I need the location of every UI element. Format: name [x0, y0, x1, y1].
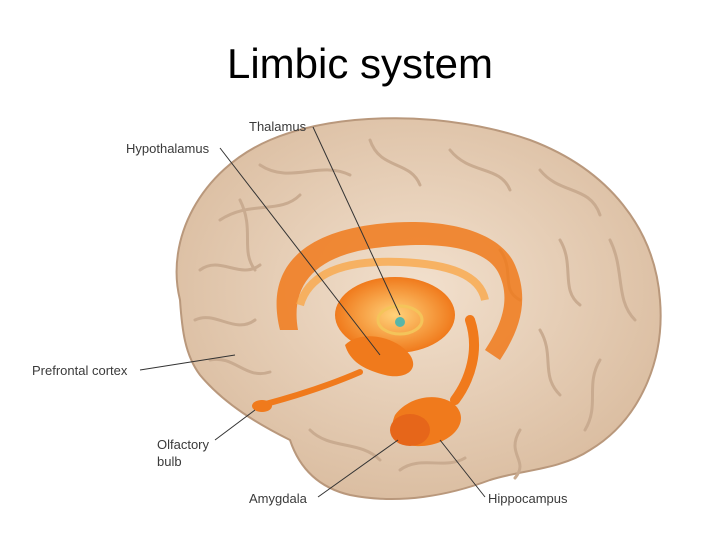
label-prefrontal-cortex: Prefrontal cortex	[32, 363, 128, 378]
label-olfactory-bulb-line1: Olfactory	[157, 437, 210, 452]
amygdala-structure	[390, 414, 430, 446]
label-amygdala: Amygdala	[249, 491, 308, 506]
olfactory-tract	[259, 369, 363, 408]
limbic-structures	[252, 221, 523, 447]
olfactory-bulb-structure	[252, 400, 272, 412]
thalamus-structure	[335, 277, 455, 353]
label-olfactory-bulb-line2: bulb	[157, 454, 182, 469]
label-hippocampus: Hippocampus	[488, 491, 568, 506]
label-hypothalamus: Hypothalamus	[126, 141, 210, 156]
hypothalamus-structure	[345, 336, 414, 377]
label-thalamus: Thalamus	[249, 119, 307, 134]
leader-lines	[139, 126, 486, 498]
slide-title: Limbic system	[226, 40, 494, 87]
cingulate-arc	[276, 221, 523, 360]
